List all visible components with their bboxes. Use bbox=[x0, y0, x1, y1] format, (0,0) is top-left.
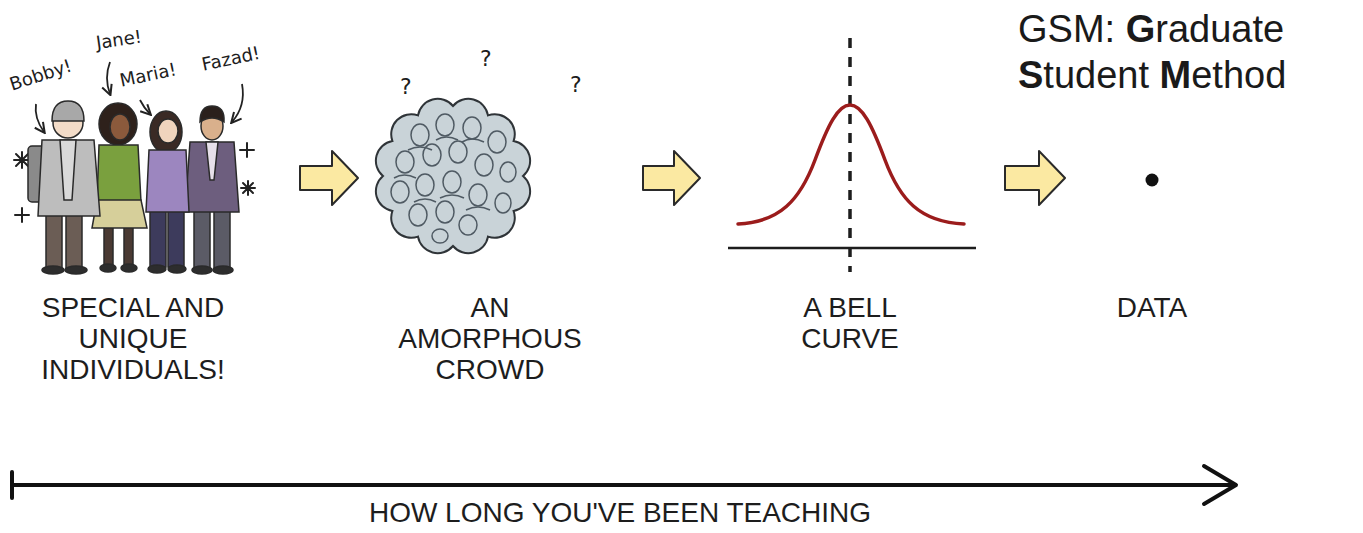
stage-caption: DATA bbox=[1077, 292, 1227, 323]
title-rest: tudent bbox=[1043, 54, 1149, 96]
person-figure bbox=[185, 106, 239, 274]
title-part: Graduate bbox=[1126, 8, 1284, 50]
stage-caption: AN AMORPHOUS CROWD bbox=[390, 292, 590, 385]
stage-panel: AN AMORPHOUS CROWD bbox=[364, 100, 637, 400]
stage-panel: SPECIAL AND UNIQUE INDIVIDUALS! bbox=[12, 100, 294, 400]
bell-curve bbox=[728, 38, 976, 272]
name-callout: Fazad! bbox=[200, 42, 262, 75]
block-arrow bbox=[300, 151, 358, 205]
title-part bbox=[1149, 54, 1160, 96]
question-mark: ? bbox=[570, 72, 582, 97]
question-mark: ? bbox=[400, 74, 412, 99]
person-figure bbox=[92, 103, 147, 272]
name-callout: Maria! bbox=[118, 58, 178, 90]
question-mark: ? bbox=[480, 46, 492, 71]
crowd-blob bbox=[376, 99, 530, 253]
data-point bbox=[1146, 174, 1159, 187]
title-part: GSM: bbox=[1018, 8, 1115, 50]
title-rest: raduate bbox=[1155, 8, 1284, 50]
title-initial: M bbox=[1160, 54, 1192, 96]
stage-panel: A BELL CURVE bbox=[706, 100, 999, 400]
person-figure bbox=[28, 101, 100, 274]
stage-panel: DATA bbox=[1071, 100, 1230, 400]
person-figure bbox=[146, 111, 189, 273]
title: GSM: Graduate Student Method bbox=[1018, 6, 1348, 98]
stage-caption: SPECIAL AND UNIQUE INDIVIDUALS! bbox=[33, 292, 233, 385]
name-callout: Bobby! bbox=[7, 55, 74, 95]
title-part: Method bbox=[1160, 54, 1287, 96]
stage-caption: A BELL CURVE bbox=[775, 292, 925, 354]
title-part: Student bbox=[1018, 54, 1149, 96]
title-rest: ethod bbox=[1191, 54, 1286, 96]
block-arrow bbox=[643, 151, 700, 205]
name-callout: Jane! bbox=[95, 26, 144, 53]
title-part bbox=[1115, 8, 1126, 50]
title-initial: S bbox=[1018, 54, 1043, 96]
axis-label: HOW LONG YOU'VE BEEN TEACHING bbox=[369, 497, 871, 529]
block-arrow bbox=[1005, 151, 1065, 205]
title-initial: G bbox=[1126, 8, 1156, 50]
